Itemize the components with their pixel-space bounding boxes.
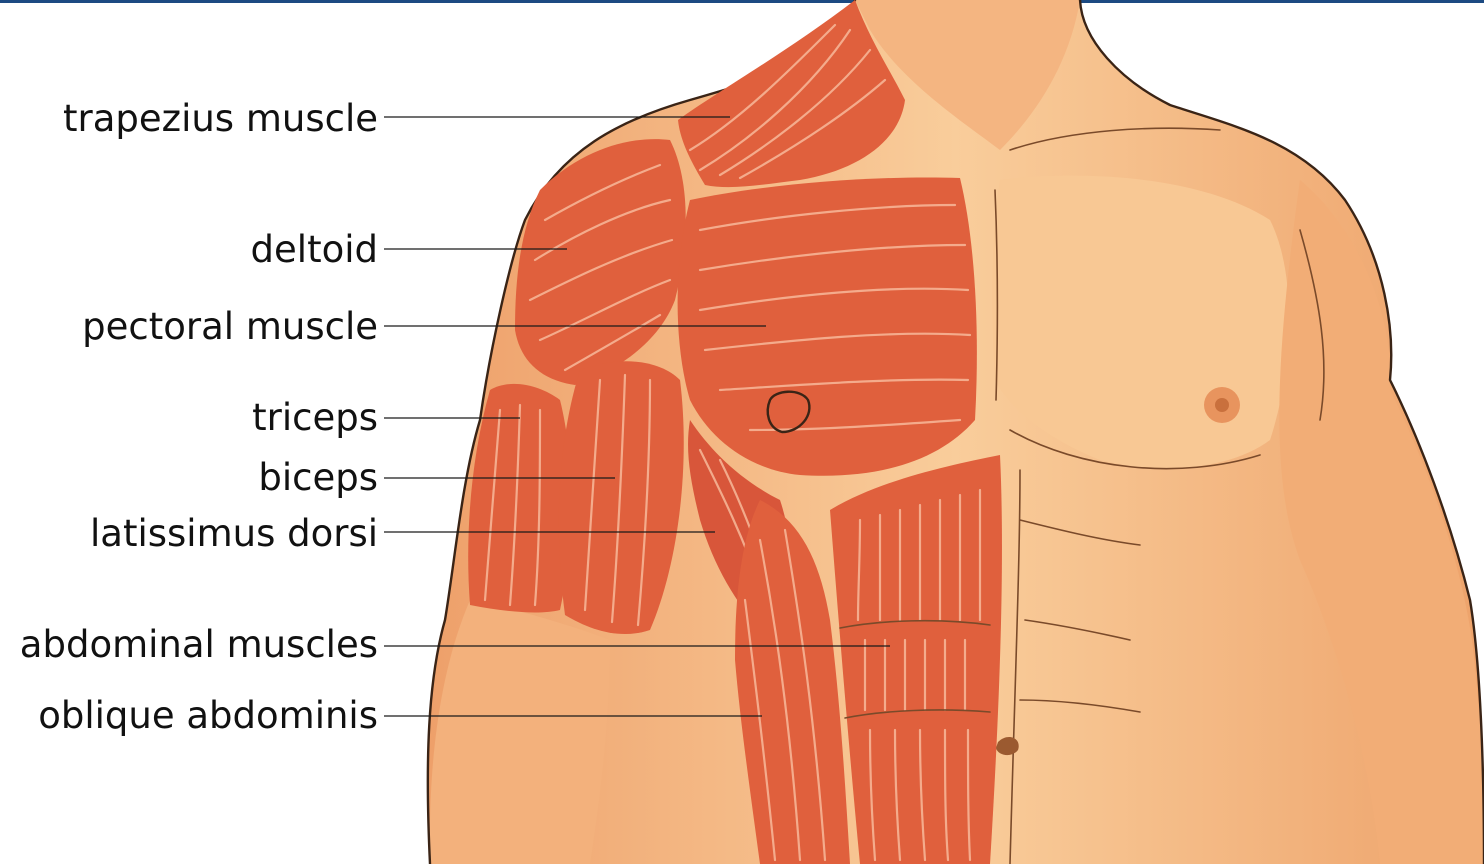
label-deltoid: deltoid <box>251 228 378 271</box>
label-latissimus: latissimus dorsi <box>90 512 378 555</box>
labels: trapezius muscle deltoid pectoral muscle… <box>20 97 378 737</box>
label-biceps: biceps <box>258 456 378 499</box>
label-oblique: oblique abdominis <box>38 694 378 737</box>
right-pectoral-skin <box>992 176 1289 469</box>
abdominal-shape <box>830 455 1002 864</box>
label-pectoral: pectoral muscle <box>82 305 378 348</box>
label-triceps: triceps <box>252 396 378 439</box>
right-nipple-center <box>1215 398 1229 412</box>
left-forearm-skin <box>430 600 610 864</box>
label-abdominal: abdominal muscles <box>20 623 378 666</box>
label-trapezius: trapezius muscle <box>63 97 378 140</box>
